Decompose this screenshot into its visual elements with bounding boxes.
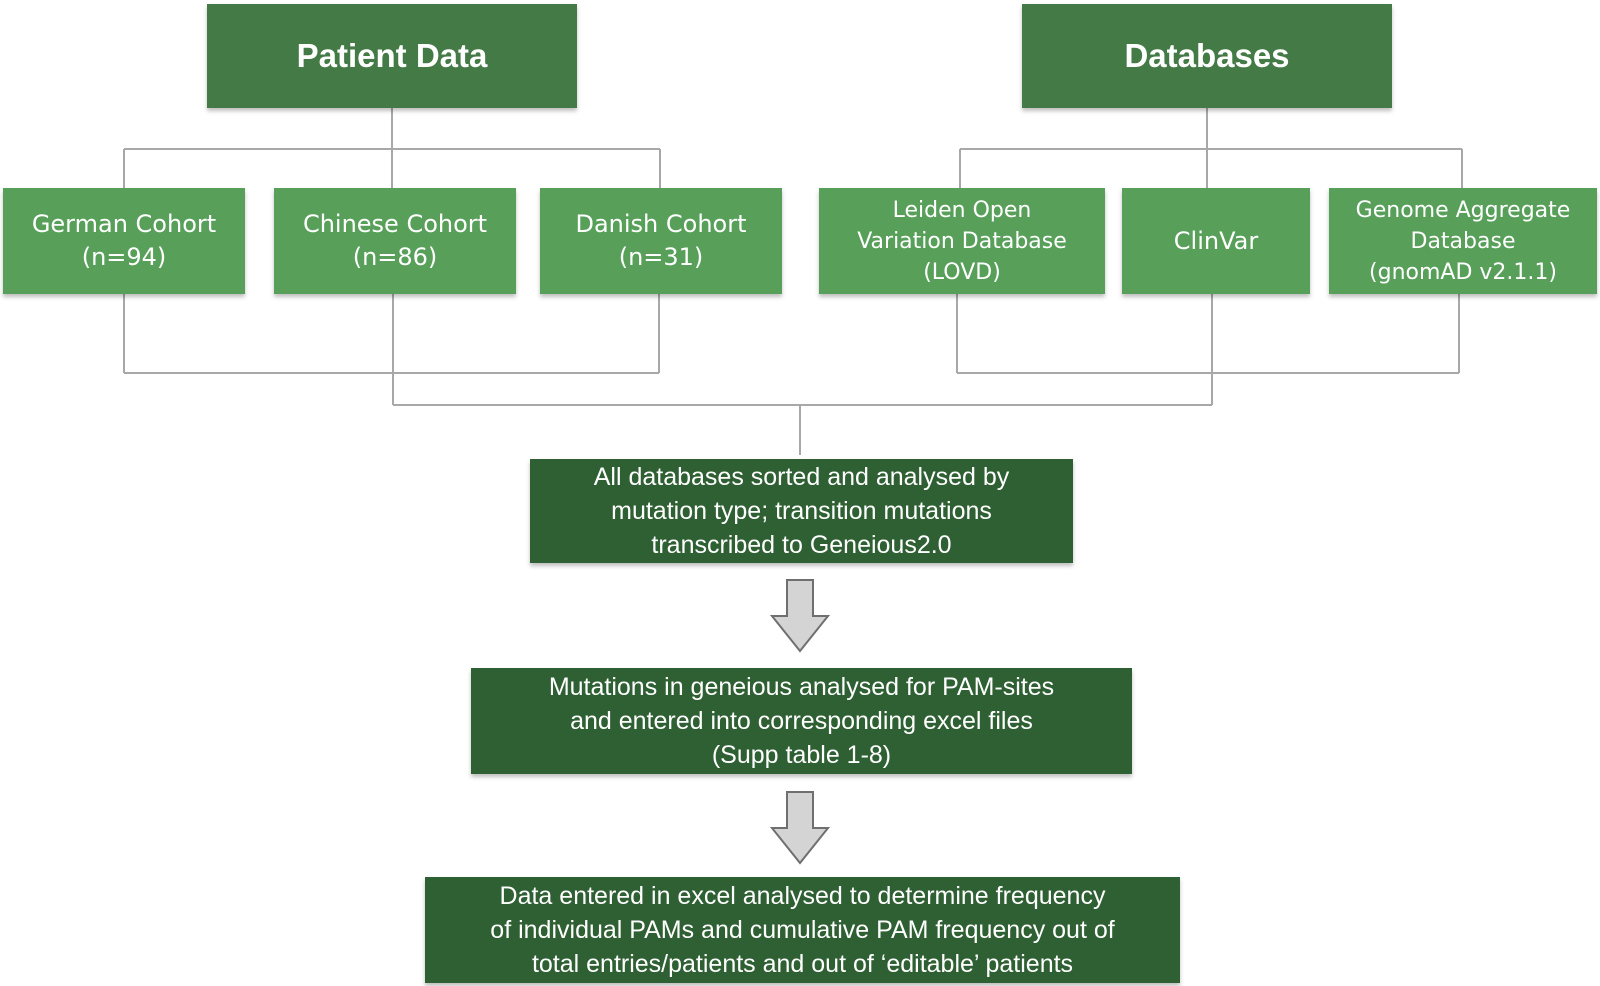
step-frequency: Data entered in excel analysed to determ… bbox=[425, 877, 1180, 983]
step-line: and entered into corresponding excel fil… bbox=[570, 707, 1033, 735]
db-line: (gnomAD v2.1.1) bbox=[1369, 259, 1557, 285]
step-line: total entries/patients and out of ‘edita… bbox=[531, 950, 1074, 978]
danish-cohort-box: Danish Cohort (n=31) bbox=[540, 188, 782, 294]
down-arrow-icon bbox=[769, 579, 831, 653]
cohort-name: Danish Cohort bbox=[575, 210, 747, 238]
patient-data-title: Patient Data bbox=[296, 37, 488, 74]
db-line: Leiden Open bbox=[892, 197, 1032, 223]
step-line: Data entered in excel analysed to determ… bbox=[499, 882, 1106, 910]
gnomad-box: Genome Aggregate Database (gnomAD v2.1.1… bbox=[1329, 188, 1597, 294]
chinese-cohort-box: Chinese Cohort (n=86) bbox=[274, 188, 516, 294]
cohort-count: (n=94) bbox=[81, 243, 167, 271]
db-line: (LOVD) bbox=[923, 259, 1001, 285]
patient-data-header: Patient Data bbox=[207, 4, 577, 108]
step-line: mutation type; transition mutations bbox=[611, 497, 992, 525]
step-pam-sites: Mutations in geneious analysed for PAM-s… bbox=[471, 668, 1132, 774]
cohort-name: German Cohort bbox=[31, 210, 217, 238]
cohort-count: (n=86) bbox=[352, 243, 438, 271]
lovd-box: Leiden Open Variation Database (LOVD) bbox=[819, 188, 1105, 294]
step-line: transcribed to Geneious2.0 bbox=[651, 531, 952, 559]
db-line: ClinVar bbox=[1173, 226, 1259, 255]
db-line: Genome Aggregate bbox=[1355, 197, 1571, 223]
db-line: Database bbox=[1410, 228, 1516, 254]
german-cohort-box: German Cohort (n=94) bbox=[3, 188, 245, 294]
step-line: Mutations in geneious analysed for PAM-s… bbox=[548, 673, 1055, 701]
databases-title: Databases bbox=[1124, 37, 1290, 74]
cohort-name: Chinese Cohort bbox=[302, 210, 488, 238]
step-line: All databases sorted and analysed by bbox=[593, 463, 1010, 491]
step-line: (Supp table 1-8) bbox=[711, 741, 892, 769]
clinvar-box: ClinVar bbox=[1122, 188, 1310, 294]
cohort-count: (n=31) bbox=[618, 243, 704, 271]
step-line: of individual PAMs and cumulative PAM fr… bbox=[490, 916, 1115, 944]
step-sort-analyse: All databases sorted and analysed by mut… bbox=[530, 459, 1073, 563]
down-arrow-icon bbox=[769, 791, 831, 865]
databases-header: Databases bbox=[1022, 4, 1392, 108]
db-line: Variation Database bbox=[857, 228, 1067, 254]
